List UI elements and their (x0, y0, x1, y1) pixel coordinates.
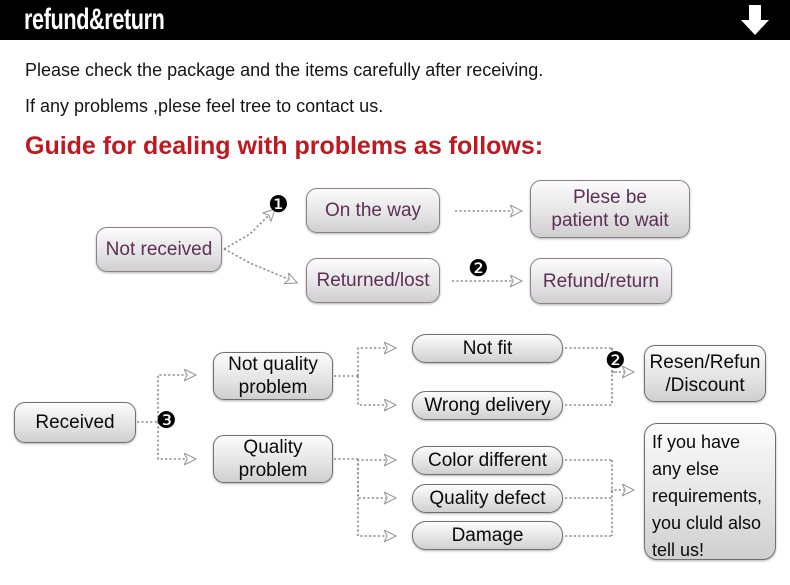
node-damage[interactable]: Damage (412, 521, 563, 550)
intro-line-2: If any problems ,plese feel tree to cont… (25, 96, 384, 116)
node-quality-problem[interactable]: Quality problem (213, 435, 333, 483)
node-not-quality-problem[interactable]: Not quality problem (213, 352, 333, 400)
node-color-different[interactable]: Color different (412, 446, 563, 475)
page-header: refund&return (0, 0, 790, 40)
step-badge-3: ❸ (156, 408, 177, 434)
node-extra-requirements-note[interactable]: If you have any else requirements, you c… (644, 423, 776, 560)
node-quality-defect[interactable]: Quality defect (412, 484, 563, 513)
node-resend-refund-discount[interactable]: Resen/Refun /Discount (644, 345, 766, 402)
node-not-fit[interactable]: Not fit (412, 334, 563, 363)
guide-heading: Guide for dealing with problems as follo… (25, 132, 544, 160)
step-badge-1: ❶ (268, 192, 289, 218)
node-wrong-delivery[interactable]: Wrong delivery (412, 391, 563, 420)
step-badge-2-lower: ❷ (605, 348, 626, 374)
node-patient-to-wait[interactable]: Plese be patient to wait (530, 180, 690, 238)
page-title: refund&return (24, 3, 165, 36)
node-on-the-way[interactable]: On the way (306, 188, 440, 233)
node-refund-return[interactable]: Refund/return (530, 258, 672, 304)
down-arrow-icon (741, 5, 769, 35)
step-badge-2-upper: ❷ (468, 256, 489, 282)
intro-line-1: Please check the package and the items c… (25, 60, 544, 80)
node-not-received[interactable]: Not received (96, 227, 222, 272)
node-received[interactable]: Received (14, 402, 136, 443)
node-returned-lost[interactable]: Returned/lost (306, 258, 440, 303)
